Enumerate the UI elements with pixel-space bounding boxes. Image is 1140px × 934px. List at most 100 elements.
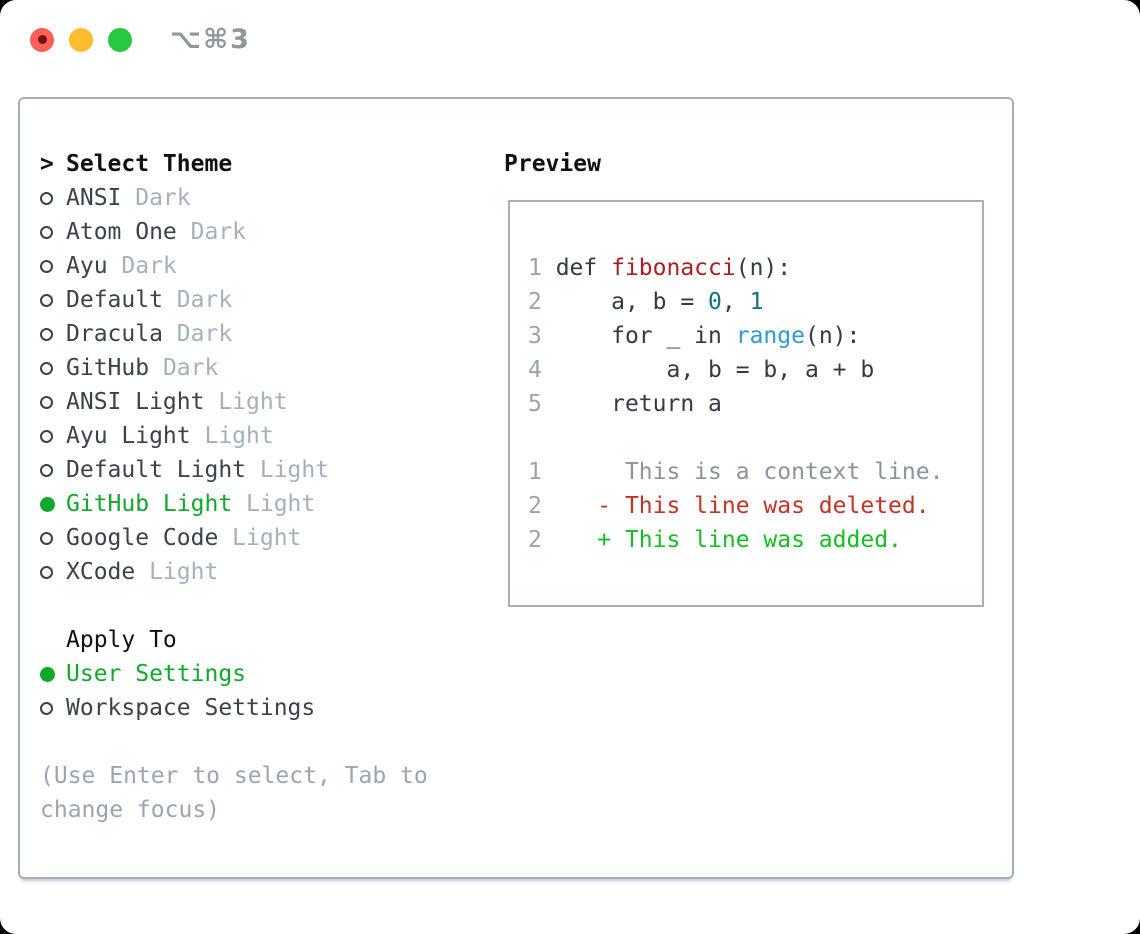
- radio-icon: [40, 259, 53, 273]
- main-panel: > Select Theme ANSI Dark Atom One Dark A…: [18, 97, 1014, 879]
- theme-item[interactable]: Dracula Dark: [40, 317, 504, 351]
- line-number: 5: [528, 391, 542, 417]
- radio-icon: [40, 701, 53, 715]
- apply-to-title: Apply To: [66, 627, 177, 653]
- traffic-light-minimize[interactable]: [69, 27, 93, 52]
- theme-name: XCode: [66, 559, 136, 585]
- theme-name: Google Code: [66, 525, 219, 551]
- theme-item[interactable]: Ayu Dark: [40, 249, 504, 283]
- theme-variant: Light: [246, 491, 316, 517]
- code-line: 2 + This line was added.: [528, 523, 982, 557]
- theme-name: Ayu Light: [66, 423, 191, 449]
- code-token: fibonacci: [611, 255, 736, 281]
- code-token: (n):: [735, 255, 792, 281]
- code-text: a, b = 0, 1: [555, 289, 764, 315]
- code-token: range: [735, 323, 805, 349]
- code-text: This is a context line.: [556, 459, 944, 485]
- theme-item[interactable]: Ayu Light Light: [40, 419, 504, 453]
- radio-icon: [40, 395, 53, 409]
- code-text: - This line was deleted.: [555, 493, 930, 519]
- theme-item[interactable]: Google Code Light: [40, 521, 504, 555]
- theme-variant: Dark: [190, 219, 247, 245]
- apply-to-header: Apply To: [40, 623, 504, 657]
- line-number: 3: [528, 323, 542, 349]
- radio-icon: [40, 225, 53, 239]
- theme-name: GitHub Light: [66, 491, 233, 517]
- theme-name: ANSI Light: [66, 389, 205, 415]
- line-number: 1: [528, 255, 542, 281]
- preview-header: Preview: [504, 147, 1012, 181]
- code-token: ,: [721, 289, 750, 315]
- apply-option-label: User Settings: [66, 661, 247, 687]
- apply-to-options: User Settings Workspace Settings: [40, 657, 504, 725]
- line-number: 1: [528, 459, 542, 485]
- code-text: for _ in range(n):: [555, 323, 861, 349]
- traffic-light-close[interactable]: [30, 27, 54, 52]
- code-line: 3 for _ in range(n):: [528, 319, 982, 353]
- theme-variant: Dark: [121, 253, 177, 279]
- code-text: def fibonacci(n):: [556, 255, 791, 281]
- code-line: 5 return a: [528, 387, 982, 421]
- theme-item[interactable]: Default Light Light: [40, 453, 504, 487]
- theme-variant: Light: [218, 389, 288, 415]
- spacer: [40, 589, 504, 623]
- code-text: return a: [556, 391, 722, 417]
- theme-name: Dracula: [66, 321, 163, 347]
- theme-item[interactable]: XCode Light: [40, 555, 504, 589]
- theme-item[interactable]: Default Dark: [40, 283, 504, 317]
- theme-name: ANSI: [66, 185, 122, 211]
- apply-option[interactable]: User Settings: [40, 657, 504, 691]
- theme-list-header: > Select Theme: [40, 147, 504, 181]
- theme-name: Default: [66, 287, 163, 313]
- theme-name: GitHub: [66, 355, 150, 381]
- traffic-light-zoom[interactable]: [108, 27, 132, 52]
- theme-variant: Light: [232, 525, 302, 551]
- theme-item[interactable]: Atom One Dark: [40, 215, 504, 249]
- theme-item[interactable]: GitHub Light Light: [40, 487, 504, 521]
- radio-icon: [40, 565, 53, 579]
- code-token: a, b =: [555, 289, 709, 315]
- theme-variant: Light: [149, 559, 219, 585]
- theme-variant: Light: [259, 457, 330, 483]
- radio-icon: [40, 327, 53, 341]
- code-token: for _ in: [555, 323, 736, 349]
- theme-list: ANSI Dark Atom One Dark Ayu Dark Default…: [40, 181, 504, 589]
- code-token: + This line was added.: [555, 527, 902, 553]
- radio-icon: [40, 361, 53, 375]
- code-token: 1: [749, 289, 764, 315]
- code-token: def: [555, 255, 612, 281]
- code-line: 1 This is a context line.: [528, 455, 982, 489]
- theme-variant: Light: [204, 423, 274, 449]
- theme-variant: Dark: [135, 185, 191, 211]
- theme-list-title: Select Theme: [66, 151, 233, 177]
- window-title: ⌥⌘3: [170, 24, 251, 55]
- code-line: 2 a, b = 0, 1: [528, 285, 982, 319]
- code-text: + This line was added.: [556, 527, 902, 553]
- code-token: (n):: [804, 323, 861, 349]
- code-line: 1 def fibonacci(n):: [528, 251, 982, 285]
- theme-variant: Dark: [176, 321, 233, 347]
- spacer: [40, 725, 504, 759]
- code-line: 2 - This line was deleted.: [528, 489, 982, 523]
- radio-icon: [40, 531, 53, 545]
- radio-icon: [40, 429, 53, 443]
- preview-title: Preview: [504, 151, 601, 177]
- code-token: This is a context line.: [555, 459, 944, 485]
- theme-item[interactable]: GitHub Dark: [40, 351, 504, 385]
- code-text: a, b = b, a + b: [556, 357, 874, 383]
- theme-item[interactable]: ANSI Dark: [40, 181, 504, 215]
- theme-item[interactable]: ANSI Light Light: [40, 385, 504, 419]
- apply-option[interactable]: Workspace Settings: [40, 691, 504, 725]
- theme-variant: Dark: [176, 287, 233, 313]
- theme-name: Ayu: [66, 253, 108, 279]
- code-line: 4 a, b = b, a + b: [528, 353, 982, 387]
- cursor-icon: >: [40, 151, 54, 177]
- theme-name: Default Light: [66, 457, 247, 483]
- panel-content: > Select Theme ANSI Dark Atom One Dark A…: [20, 99, 1012, 827]
- close-dot-icon: [37, 35, 47, 44]
- radio-icon: [40, 463, 53, 477]
- code-token: - This line was deleted.: [555, 493, 930, 519]
- radio-icon: [40, 293, 53, 307]
